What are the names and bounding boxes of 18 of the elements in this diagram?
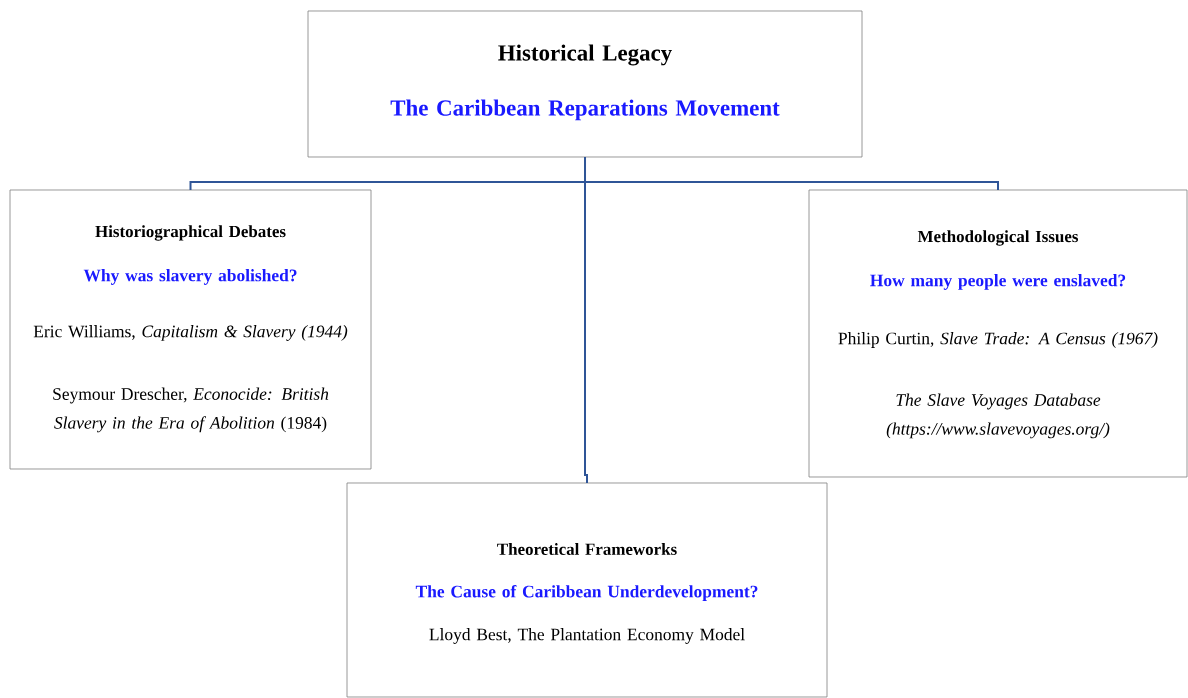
citation-text: Philip Curtin, Slave Trade: A Census (1967) [838, 332, 1158, 348]
question-text: The Cause of Caribbean Underdevelopment? [415, 585, 758, 601]
box-heading: Historiographical Debates [95, 225, 286, 241]
text-box [307, 10, 863, 158]
citation-text: The Slave Voyages Database (https://www.slavevoyages.org/) [886, 393, 1110, 439]
connector-line [584, 156, 588, 484]
text-box [346, 482, 828, 698]
box-heading: Historical Legacy [498, 44, 672, 66]
citation-text: Seymour Drescher, Econocide: British Slavery in the Era of Abolition (1984) [53, 387, 329, 433]
text-box [9, 189, 372, 470]
question-text: The Caribbean Reparations Movement [390, 99, 780, 121]
box-heading: Theoretical Frameworks [497, 543, 677, 555]
question-text: How many people were enslaved? [870, 274, 1126, 290]
text-box [808, 189, 1188, 478]
citation-text: Lloyd Best, The Plantation Economy Model [429, 628, 745, 644]
citation-text: Eric Williams, Capitalism & Slavery (1944) [33, 325, 348, 341]
question-text: Why was slavery abolished? [83, 269, 297, 285]
box-heading: Methodological Issues [917, 230, 1079, 246]
